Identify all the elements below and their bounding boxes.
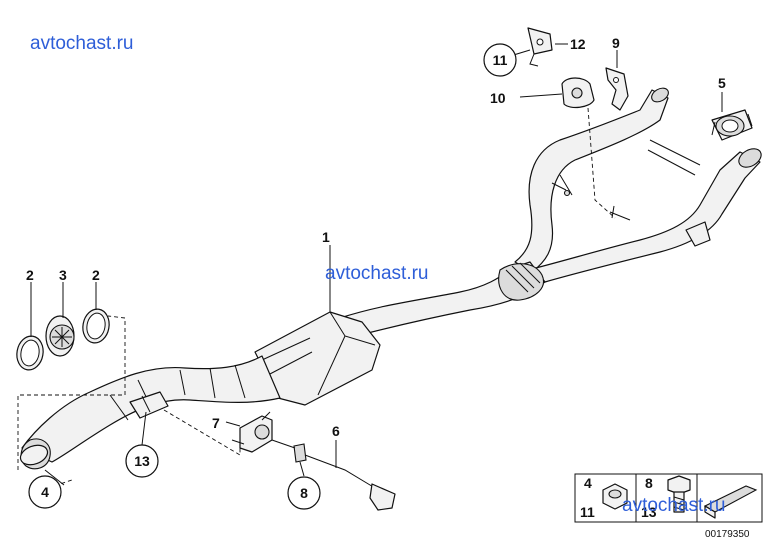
svg-text:12: 12 (570, 36, 586, 52)
callout-9: 9 (612, 35, 620, 51)
document-number: 00179350 (705, 529, 750, 540)
svg-text:9: 9 (612, 35, 620, 51)
nut-icon (602, 483, 628, 510)
bolt-icon (667, 475, 691, 513)
callout-10: 10 (490, 90, 506, 106)
svg-text:7: 7 (212, 415, 220, 431)
callout-13-circle: 13 (125, 444, 159, 478)
callout-11-circle: 11 (483, 43, 517, 77)
hanger-bracket-9 (605, 67, 629, 111)
svg-text:5: 5 (718, 75, 726, 91)
rear-exhaust-pipe-assembly (514, 87, 762, 283)
callout-7: 7 (212, 415, 220, 431)
gasket-ring-right (82, 308, 110, 344)
svg-text:1: 1 (322, 229, 330, 245)
exhaust-clamp (711, 109, 753, 141)
callout-12: 12 (570, 36, 586, 52)
callout-6: 6 (332, 423, 340, 439)
gasket-ring-left (16, 335, 44, 371)
callout-8-circle: 8 (287, 476, 321, 510)
callout-5: 5 (718, 75, 726, 91)
legend-box: 4 11 8 13 (574, 473, 763, 523)
rubber-hanger-10 (561, 77, 595, 109)
svg-text:11: 11 (493, 52, 508, 68)
svg-text:2: 2 (26, 267, 34, 283)
watermark-top-left: avtochast.ru (30, 33, 134, 54)
front-pipe (19, 355, 281, 470)
svg-text:3: 3 (59, 267, 67, 283)
callout-1: 1 (322, 229, 330, 245)
callout-4-circle: 4 (28, 475, 62, 509)
watermark-center: avtochast.ru (325, 263, 429, 284)
oxygen-sensor (271, 439, 396, 511)
callout-2-left: 2 (26, 267, 34, 283)
callout-2-right: 2 (92, 267, 100, 283)
legend-label-13: 13 (641, 504, 657, 520)
svg-text:8: 8 (300, 485, 308, 501)
tape-icon (703, 485, 758, 519)
svg-text:10: 10 (490, 90, 506, 106)
legend-label-4: 4 (584, 475, 592, 491)
rubber-mount (231, 411, 273, 453)
svg-text:4: 4 (41, 484, 49, 500)
svg-text:6: 6 (332, 423, 340, 439)
callout-3: 3 (59, 267, 67, 283)
catalytic-converter (254, 311, 381, 406)
legend-label-11: 11 (580, 504, 595, 520)
watermark-bottom-right: avtochast.ru (622, 495, 726, 516)
hanger-clip-12 (527, 27, 553, 67)
leader-lines (17, 43, 723, 489)
svg-text:13: 13 (134, 453, 150, 469)
legend-label-8: 8 (645, 475, 653, 491)
svg-text:2: 2 (92, 267, 100, 283)
center-pipe (339, 261, 546, 336)
flex-coupling (45, 315, 75, 357)
